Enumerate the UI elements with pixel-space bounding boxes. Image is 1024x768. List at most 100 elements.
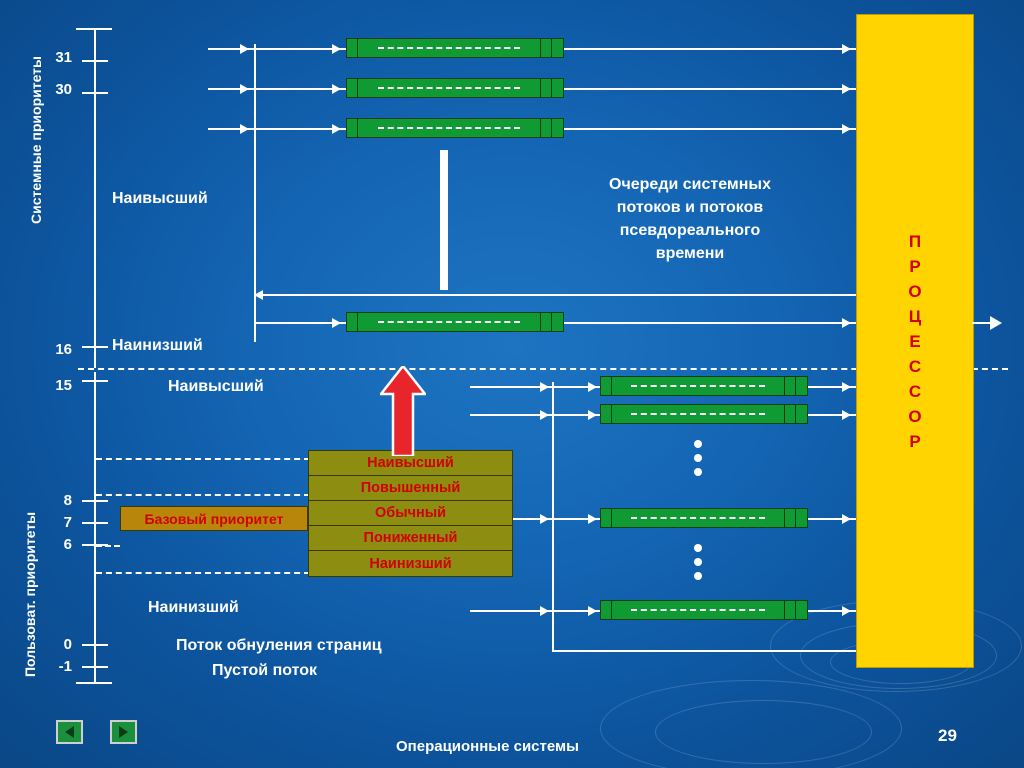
axis-tick <box>82 522 108 524</box>
queue-body <box>612 405 785 423</box>
triangle-right-icon <box>119 726 128 738</box>
queue-cell <box>541 39 552 57</box>
feed-line <box>470 610 552 612</box>
axis-tick-label-30: 30 <box>55 81 72 98</box>
queue-out-line <box>564 48 856 50</box>
base-priority-badge: Базовый приоритет <box>120 506 308 531</box>
processor-letter: Ц <box>908 306 922 326</box>
system-priorities-axis-label: Системные приоритеты <box>28 56 44 224</box>
processor-block: П Р О Ц Е С С О Р <box>856 14 974 668</box>
axis-tick-label-15: 15 <box>55 377 72 394</box>
footer-title: Операционные системы <box>396 738 579 755</box>
system-distributor-line <box>254 44 256 342</box>
queue-dash <box>378 87 520 89</box>
queue-out-line <box>808 610 856 612</box>
axis-tick <box>82 346 108 348</box>
queue-cell <box>785 405 796 423</box>
queue-cell <box>601 405 612 423</box>
queue-cell <box>347 313 358 331</box>
arrow-icon <box>240 44 249 54</box>
processor-label: П Р О Ц Е С С О Р <box>908 229 921 454</box>
arrow-icon <box>842 318 851 328</box>
queue-dash <box>630 517 766 519</box>
queue-in-line <box>254 322 346 324</box>
queue-dash <box>630 609 766 611</box>
queue-dash <box>378 127 520 129</box>
axis-tick-label-7: 7 <box>63 514 72 531</box>
queue-in-line <box>254 88 346 90</box>
queue-dash <box>630 413 766 415</box>
queue-body <box>612 601 785 619</box>
axis-tick <box>82 60 108 62</box>
axis-tick <box>82 644 108 646</box>
queue-body <box>358 79 541 97</box>
queue-out-line <box>564 322 856 324</box>
queue-ellipsis <box>694 440 702 482</box>
ripple-decoration <box>600 680 902 768</box>
axis-tick <box>82 380 108 382</box>
arrow-icon <box>990 316 1002 330</box>
ripple-decoration <box>655 700 872 764</box>
label-highest-user: Наивысший <box>168 378 264 395</box>
system-queue-block <box>346 312 564 332</box>
label-lowest-user: Наинизший <box>148 599 239 616</box>
processor-letter: С <box>908 356 922 376</box>
queue-out-line <box>808 518 856 520</box>
queue-cell <box>785 509 796 527</box>
arrow-icon <box>842 410 851 420</box>
axis-tick-label-8: 8 <box>63 492 72 509</box>
queue-body <box>358 313 541 331</box>
feed-line <box>208 88 254 90</box>
arrow-icon <box>332 124 341 134</box>
prev-slide-button[interactable] <box>56 720 83 744</box>
queue-cell <box>601 377 612 395</box>
queues-caption-line: потоков и потоков <box>616 199 764 216</box>
queue-cell <box>552 79 563 97</box>
priority-row-above-normal: Повышенный <box>309 476 512 501</box>
arrow-icon <box>540 410 549 420</box>
queue-cell <box>552 39 563 57</box>
axis-tick-label-minus1: -1 <box>58 658 72 675</box>
axis-tick-label-0: 0 <box>63 636 72 653</box>
user-queue-block <box>600 600 808 620</box>
priority-row-normal: Обычный <box>309 501 512 526</box>
arrow-icon <box>588 410 597 420</box>
processor-feedback-line <box>254 294 856 296</box>
priority-row-below-normal: Пониженный <box>309 526 512 551</box>
arrow-icon <box>842 44 851 54</box>
label-highest-system: Наивысший <box>112 190 208 207</box>
axis-tick-label-16: 16 <box>55 341 72 358</box>
queue-cell <box>601 509 612 527</box>
dot <box>694 558 702 566</box>
processor-letter: С <box>908 381 922 401</box>
user-axis-line <box>94 372 96 684</box>
priority-connector <box>96 494 310 496</box>
dot <box>694 454 702 462</box>
system-queue-block <box>346 78 564 98</box>
arrow-icon <box>540 382 549 392</box>
feed-line <box>470 386 552 388</box>
user-queue-block <box>600 404 808 424</box>
queue-cell <box>796 601 807 619</box>
queue-cell <box>347 119 358 137</box>
next-slide-button[interactable] <box>110 720 137 744</box>
queue-out-line <box>564 128 856 130</box>
group-separator-bar <box>440 150 448 290</box>
queue-in-line <box>552 610 600 612</box>
queue-cell <box>552 119 563 137</box>
queue-in-line <box>552 518 600 520</box>
processor-output-line <box>972 322 998 324</box>
queue-dash <box>630 385 766 387</box>
feed-line <box>208 48 254 50</box>
axis-tick <box>76 682 112 684</box>
arrow-icon <box>240 124 249 134</box>
arrow-icon <box>332 84 341 94</box>
arrow-icon <box>254 290 263 300</box>
queues-caption-line: псевдореального <box>619 222 761 239</box>
queue-dash <box>378 47 520 49</box>
queue-cell <box>785 377 796 395</box>
triangle-left-icon <box>65 726 74 738</box>
dot <box>694 468 702 476</box>
queue-ellipsis <box>694 544 702 586</box>
axis-tick <box>76 28 112 30</box>
